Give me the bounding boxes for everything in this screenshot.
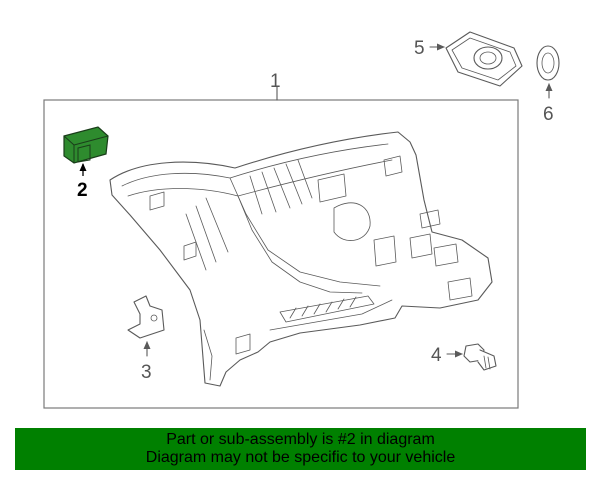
callout-6: 6 [543, 104, 554, 125]
banner-line-2: Diagram may not be specific to your vehi… [145, 449, 456, 466]
part-4-screw [463, 343, 497, 371]
callout-3: 3 [141, 362, 152, 383]
assembly-frame [43, 99, 519, 409]
quarter-trim-panel [109, 131, 493, 387]
part-5-plate [445, 31, 523, 87]
callout-2: 2 [77, 180, 88, 201]
part-6-plug [536, 45, 560, 81]
banner-line-1: Part or sub-assembly is #2 in diagram [166, 431, 435, 448]
callout-5: 5 [414, 38, 425, 59]
info-banner: Part or sub-assembly is #2 in diagram Di… [15, 428, 586, 470]
part-3-bracket [127, 295, 165, 339]
part-2-clip [63, 126, 109, 164]
callout-1: 1 [270, 71, 281, 92]
callout-4: 4 [431, 345, 442, 366]
